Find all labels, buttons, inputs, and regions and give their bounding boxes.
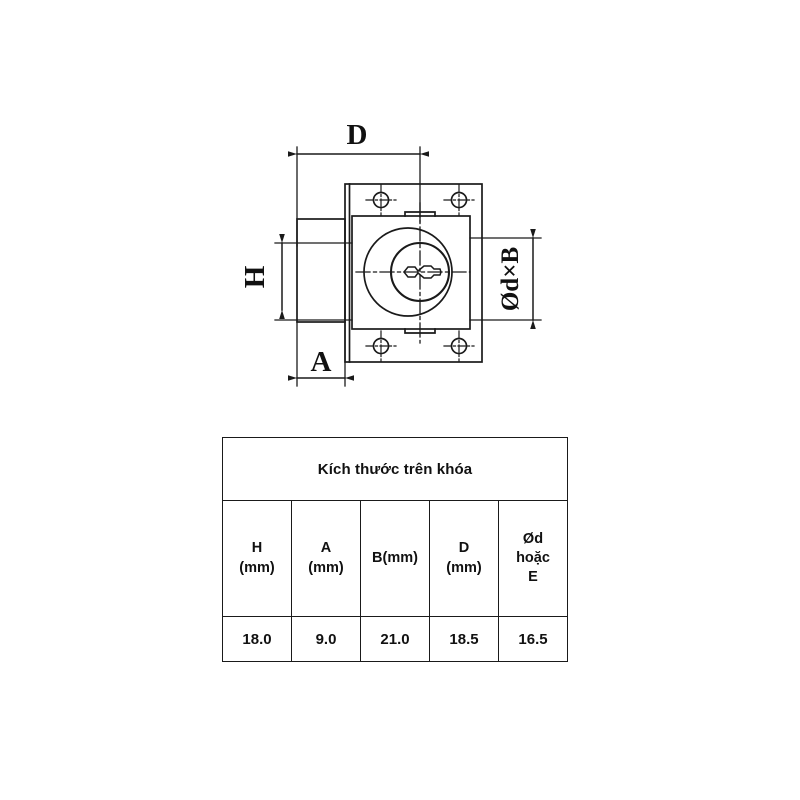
column-header-a: A (mm) xyxy=(291,500,361,617)
dimension-label-diameter-b: Ød×B xyxy=(497,247,524,311)
value-od: 16.5 xyxy=(498,616,568,662)
table-row: 18.0 9.0 21.0 18.5 16.5 xyxy=(222,616,568,662)
dimension-label-a: A xyxy=(311,346,332,378)
column-header-od-line1: Ød xyxy=(522,530,544,547)
table-title: Kích thước trên khóa xyxy=(222,437,568,501)
column-header-od-line2: hoặc xyxy=(516,549,550,566)
value-d: 18.5 xyxy=(429,616,499,662)
column-header-od-line3: E xyxy=(528,569,538,586)
mounting-backplate xyxy=(344,183,483,363)
column-header-d: D (mm) xyxy=(429,500,499,617)
column-header-h-line2: (mm) xyxy=(239,559,275,576)
screw-hole-top-right xyxy=(443,184,475,216)
dimension-label-d: D xyxy=(347,119,368,151)
screw-hole-bottom-left xyxy=(365,330,397,362)
table-header-row: H (mm) A (mm) B(mm) D (mm) Ød hoặc E xyxy=(222,500,568,617)
column-header-a-line1: A xyxy=(320,540,332,557)
column-header-h-line1: H xyxy=(251,540,263,557)
screw-hole-bottom-right xyxy=(443,330,475,362)
column-header-b-line1: B(mm) xyxy=(372,549,418,566)
lock-dimensions-table: Kích thước trên khóa H (mm) A (mm) B(mm)… xyxy=(222,437,568,662)
column-header-d-line2: (mm) xyxy=(446,559,482,576)
table-title-row: Kích thước trên khóa xyxy=(222,437,568,501)
screw-hole-top-left xyxy=(365,184,397,216)
value-h: 18.0 xyxy=(222,616,292,662)
column-header-h: H (mm) xyxy=(222,500,292,617)
dimension-label-h: H xyxy=(239,265,271,288)
value-a: 9.0 xyxy=(291,616,361,662)
value-b: 21.0 xyxy=(360,616,430,662)
side-profile-block xyxy=(296,218,346,323)
column-header-a-line2: (mm) xyxy=(308,559,344,576)
column-header-b: B(mm) xyxy=(360,500,430,617)
column-header-od: Ød hoặc E xyxy=(498,500,568,617)
cylinder-centerlines xyxy=(355,202,471,344)
column-header-d-line1: D xyxy=(458,540,470,557)
